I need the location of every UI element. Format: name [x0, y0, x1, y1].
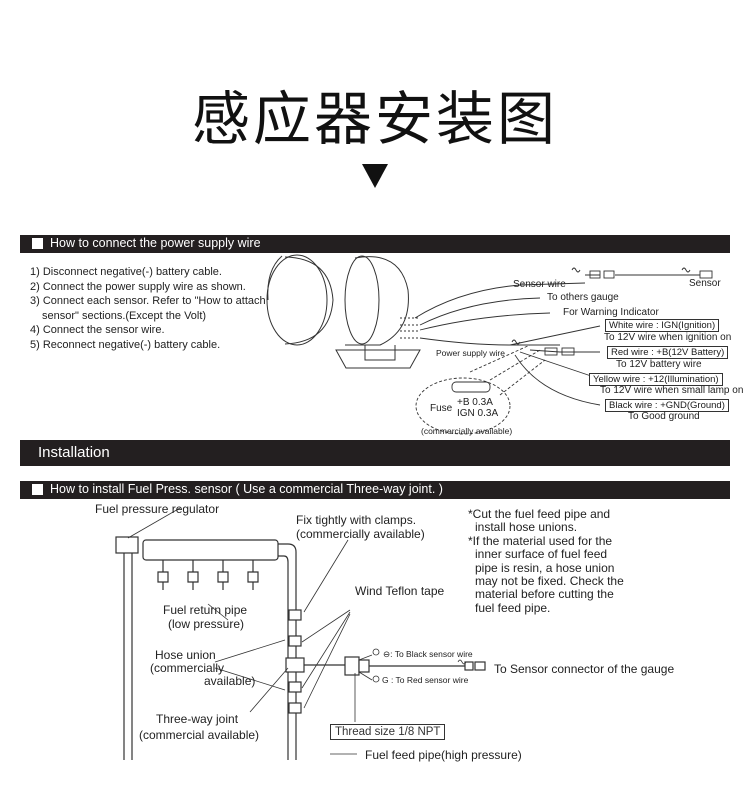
label-red-wire: Red wire : +B(12V Battery)	[607, 346, 729, 359]
pressure-regulator	[115, 536, 139, 554]
step-3-cont: sensor" sections.(Except the Volt)	[42, 309, 207, 322]
step-4: 4) Connect the sensor wire.	[30, 324, 165, 337]
label-red-to: To 12V battery wire	[616, 359, 702, 370]
gauge-bracket	[335, 349, 421, 369]
red-wire-line	[529, 349, 600, 353]
section-header-fuel: How to install Fuel Press. sensor ( Use …	[20, 481, 730, 499]
fuel-rail	[142, 539, 279, 561]
power-steps-list: 1) Disconnect negative(-) battery cable.…	[30, 265, 266, 353]
label-white-wire: White wire : IGN(Ignition)	[605, 319, 720, 332]
step-2: 2) Connect the power supply wire as show…	[30, 280, 246, 293]
step-3: 3) Connect each sensor. Refer to "How to…	[30, 295, 266, 308]
label-sensor-wire: Sensor wire	[513, 279, 566, 290]
fuse-icon	[451, 381, 491, 393]
label-wind-teflon: Wind Teflon tape	[355, 584, 445, 598]
gauge-bracket-post	[364, 345, 396, 361]
label-yellow-wire: Yellow wire : +12(Illumination)	[589, 373, 723, 386]
section-header-power-text: How to connect the power supply wire	[50, 236, 261, 250]
down-arrow-icon	[362, 164, 388, 188]
step-5: 5) Reconnect negative(-) battery cable.	[30, 338, 221, 351]
label-power-supply-wire: Power supply wire	[436, 348, 505, 358]
gauge-pod-body	[345, 256, 409, 346]
label-white-to: To 12V wire when ignition on	[604, 332, 732, 343]
note-line: install hose unions.	[475, 520, 578, 535]
fuel-notes: *Cut the fuel feed pipe and install hose…	[468, 507, 630, 615]
note-line: fuel feed pipe.	[475, 600, 551, 615]
label-black-sensor: ⊖: To Black sensor wire	[383, 649, 473, 659]
note-line: pipe is resin, a hose union	[475, 560, 615, 575]
connector-2	[603, 270, 615, 279]
label-fuse: Fuse	[430, 403, 453, 414]
section-header-installation-text: Installation	[38, 444, 110, 461]
label-hose-union: Hose union	[155, 648, 216, 662]
black-wire-line	[514, 354, 601, 406]
feed-pipe-inner	[278, 555, 289, 760]
note-line: may not be fixed. Check the	[475, 574, 624, 589]
square-bullet-icon	[32, 484, 43, 495]
label-regulator: Fuel pressure regulator	[95, 502, 220, 516]
label-sensor: Sensor	[689, 278, 721, 289]
warning-wire	[419, 312, 551, 331]
leader-clamps	[303, 539, 349, 613]
gauge-front-rim	[266, 254, 328, 346]
label-black-to: To Good ground	[628, 411, 700, 422]
leader-teflon	[301, 609, 351, 709]
sensor-connector	[699, 270, 713, 279]
pressure-sensor	[344, 656, 360, 676]
white-wire-line	[509, 325, 601, 346]
label-hose-union-3: available)	[204, 674, 256, 688]
section-header-power: How to connect the power supply wire	[20, 235, 730, 253]
label-fix-clamps: Fix tightly with clamps.	[296, 513, 417, 527]
label-red-sensor: G : To Red sensor wire	[382, 675, 469, 685]
label-feed-pipe: Fuel feed pipe(high pressure)	[365, 748, 522, 762]
label-return-pipe-2: (low pressure)	[168, 617, 245, 631]
label-fuse-ign: IGN 0.3A	[457, 408, 499, 419]
note-line: inner surface of fuel feed	[475, 547, 608, 562]
label-for-warning: For Warning Indicator	[563, 307, 659, 318]
gauge-front-body	[284, 256, 334, 345]
gauge-pod-face	[344, 255, 380, 345]
note-line: *Cut the fuel feed pipe and	[468, 507, 611, 521]
section-header-installation: Installation	[20, 440, 730, 466]
square-bullet-icon	[32, 238, 43, 249]
label-hose-union-2: (commercially	[150, 661, 225, 675]
section-header-fuel-text: How to install Fuel Press. sensor ( Use …	[50, 482, 443, 496]
power-wire-line	[419, 337, 560, 346]
label-black-wire: Black wire : +GND(Ground)	[605, 399, 729, 412]
label-thread-size: Thread size 1/8 NPT	[330, 724, 446, 740]
three-way-joint	[285, 657, 305, 673]
return-pipe	[123, 545, 133, 760]
label-three-way-2: (commercial available)	[139, 728, 260, 742]
to-others-wire	[419, 297, 541, 326]
note-line: material before cutting the	[475, 587, 614, 602]
label-fix-clamps-2: (commercially available)	[296, 527, 425, 541]
label-yellow-to: To 12V wire when small lamp on	[600, 385, 744, 396]
note-line: *If the material used for the	[468, 533, 613, 548]
label-commercially-available: (commercially available)	[421, 426, 513, 436]
label-three-way: Three-way joint	[156, 712, 239, 726]
page-title: 感应器安装图	[191, 85, 558, 153]
connector-1	[589, 270, 601, 279]
label-fuse-b: +B 0.3A	[457, 397, 493, 408]
label-return-pipe: Fuel return pipe	[163, 603, 248, 617]
label-to-connector: To Sensor connector of the gauge	[494, 662, 675, 676]
injectors	[157, 560, 259, 590]
feed-pipe-outer	[278, 543, 297, 760]
yellow-wire-line	[519, 351, 601, 380]
gauge-rim-shade	[267, 255, 283, 301]
step-1: 1) Disconnect negative(-) battery cable.	[30, 266, 222, 278]
label-to-others-gauge: To others gauge	[547, 292, 619, 303]
leader-three-way	[249, 667, 289, 713]
